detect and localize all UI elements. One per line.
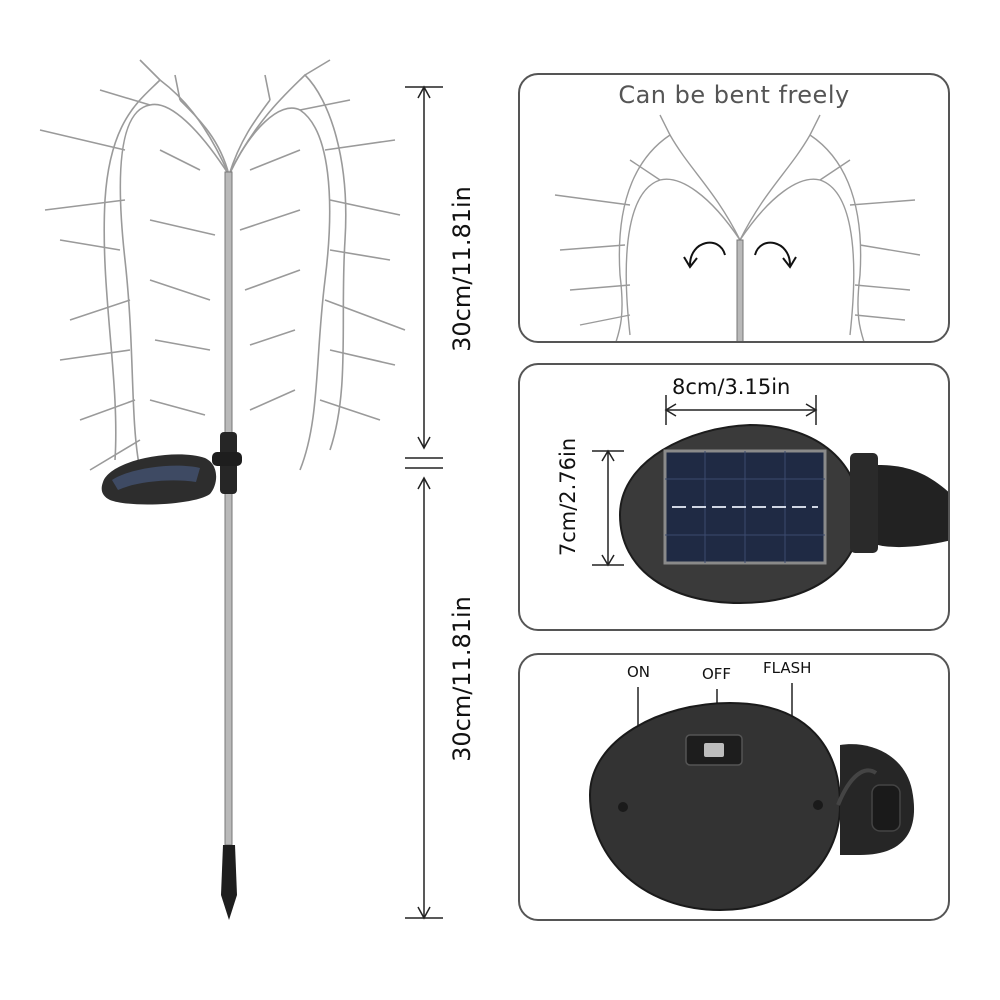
solar-size-panel: 8cm/3.15in 7cm/2.76in bbox=[518, 363, 950, 631]
switch-panel: ON OFF FLASH bbox=[518, 653, 950, 921]
flash-label: FLASH bbox=[763, 659, 812, 677]
size-dimension-lines bbox=[592, 395, 818, 567]
bendable-panel: Can be bent freely bbox=[518, 73, 950, 343]
width-label: 8cm/3.15in bbox=[672, 375, 791, 399]
dimension-lines bbox=[405, 85, 443, 920]
stake-spike bbox=[221, 845, 237, 920]
hinge bbox=[850, 453, 878, 553]
lower-stake bbox=[224, 489, 233, 846]
on-label: ON bbox=[627, 663, 651, 681]
lower-height-label: 30cm/11.81in bbox=[448, 596, 476, 762]
solar-panel-illustration bbox=[592, 395, 948, 605]
product-illustration bbox=[39, 59, 443, 920]
off-label: OFF bbox=[702, 665, 732, 683]
bent-branches-illustration bbox=[554, 114, 921, 341]
bend-arrows-icon bbox=[683, 241, 797, 269]
upper-stake bbox=[224, 171, 233, 443]
bend-caption: Can be bent freely bbox=[618, 81, 850, 109]
led-branches bbox=[39, 59, 406, 471]
housing-bottom-illustration bbox=[588, 683, 915, 912]
upper-height-label: 30cm/11.81in bbox=[448, 186, 476, 352]
solar-head bbox=[101, 454, 217, 505]
